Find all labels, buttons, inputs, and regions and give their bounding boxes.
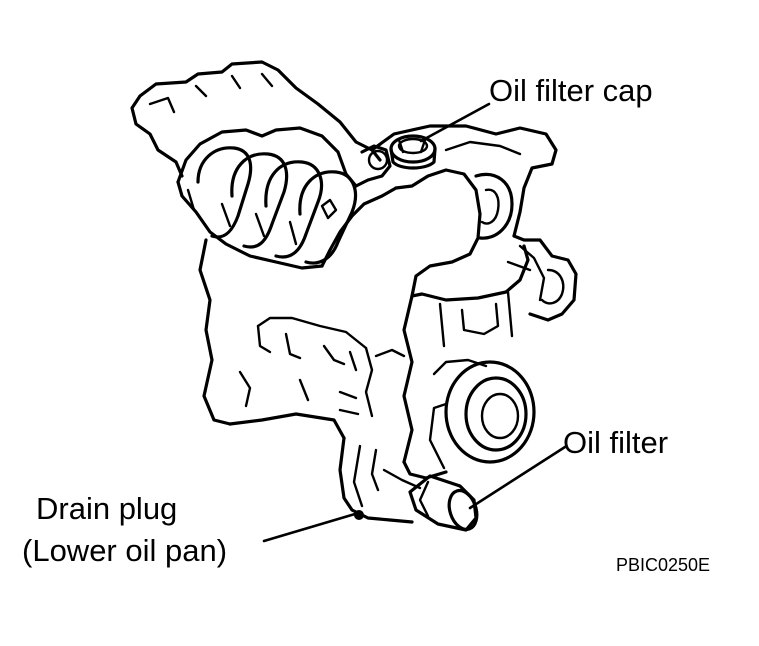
cylinder-block (198, 238, 488, 464)
oil-filter (408, 474, 479, 532)
leader-oil-filter (468, 445, 567, 510)
cylinder-head (370, 124, 578, 348)
label-oil-filter: Oil filter (563, 425, 668, 460)
leader-oil-filter-cap (419, 102, 491, 143)
label-lower-oil-pan: (Lower oil pan) (22, 533, 227, 568)
drain-plug (354, 510, 364, 520)
leader-drain-plug (262, 512, 357, 543)
figure-code: PBIC0250E (616, 555, 710, 575)
oil-pan (338, 436, 448, 524)
intake-manifold (130, 60, 398, 270)
label-oil-filter-cap: Oil filter cap (489, 73, 653, 108)
oil-filter-cap (389, 134, 437, 170)
label-drain-plug: Drain plug (36, 491, 177, 526)
crank-pulley (428, 360, 536, 470)
